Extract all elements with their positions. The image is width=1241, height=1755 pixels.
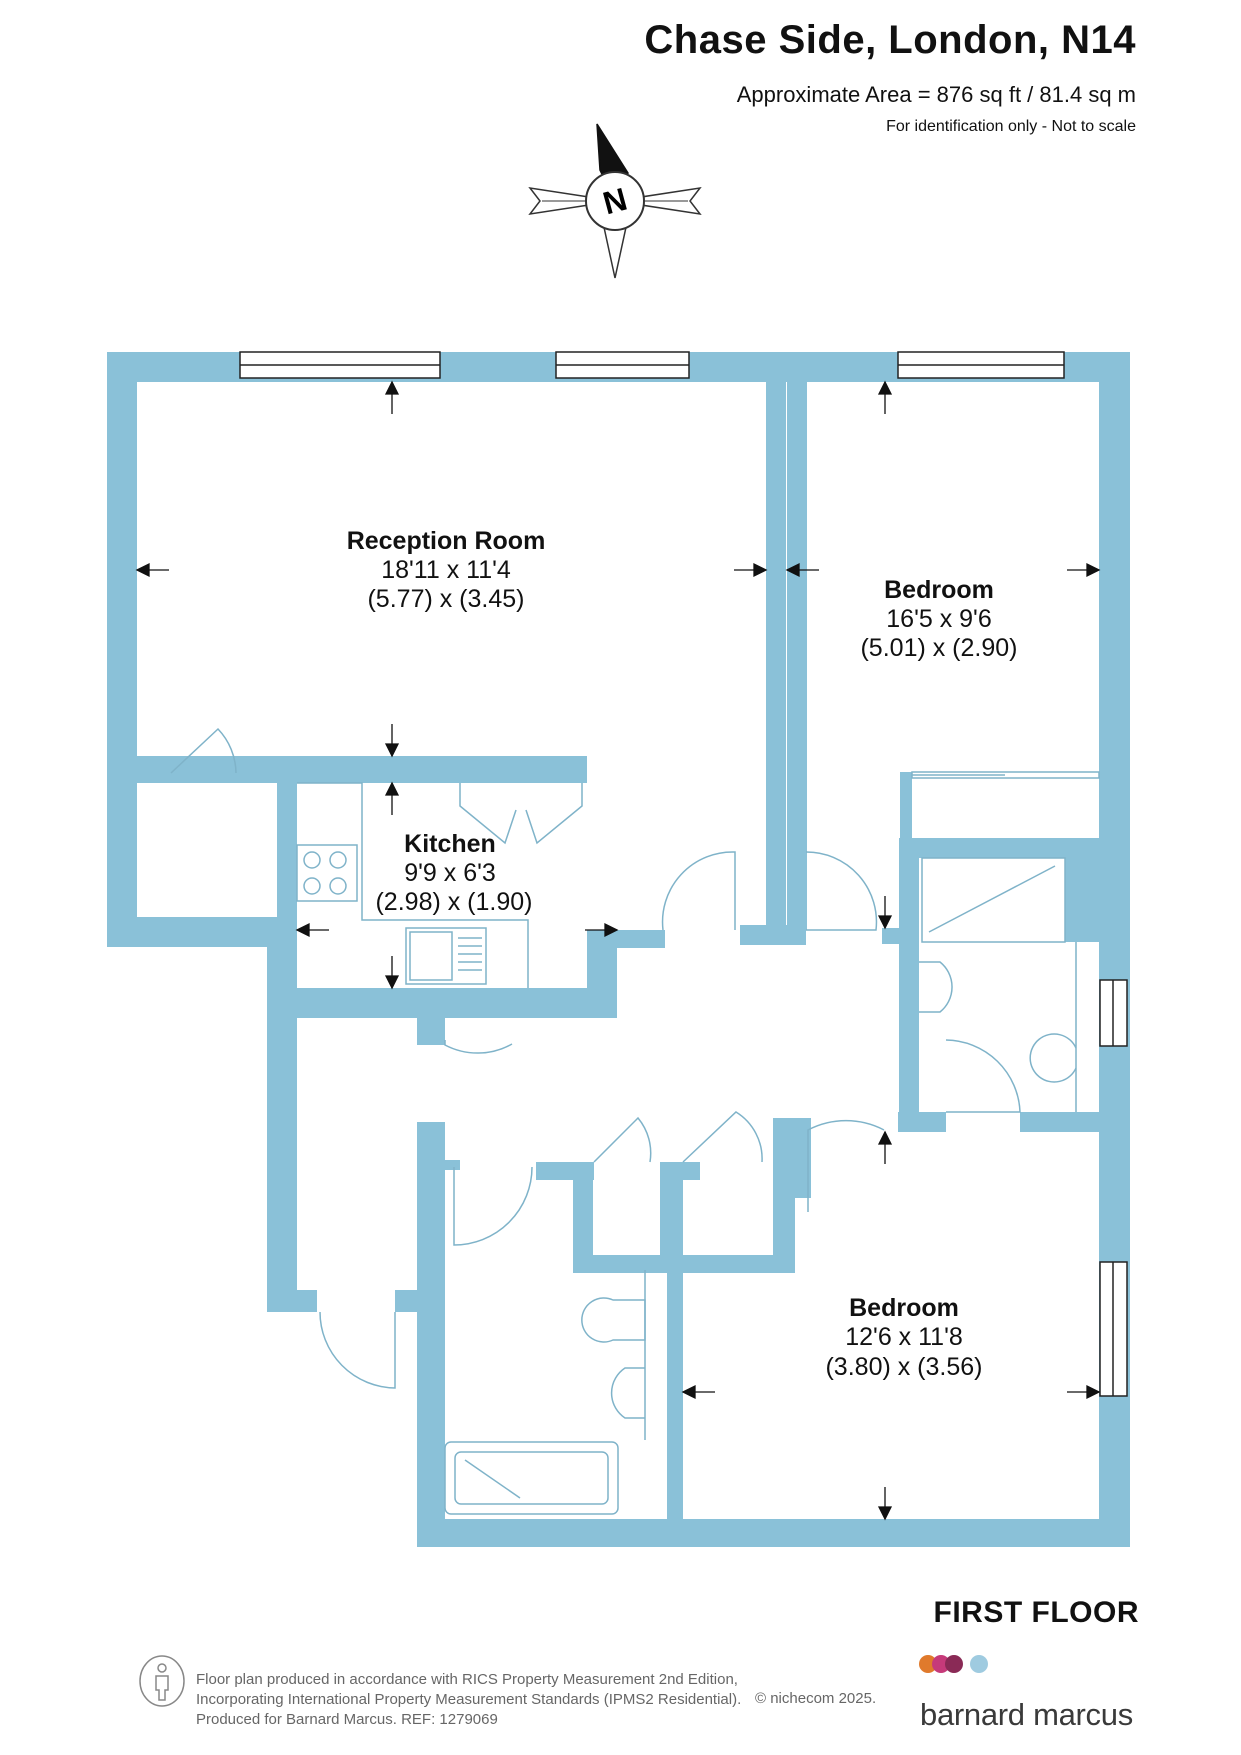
room-name: Reception Room [347,527,546,555]
page-title: Chase Side, London, N14 [644,18,1136,62]
kitchen-sink-icon [405,927,487,985]
brand-logo-text: barnard marcus [920,1697,1133,1732]
room-dimensions-metric: (3.80) x (3.56) [825,1353,982,1381]
room-dimensions-imperial: 12'6 x 11'8 [845,1323,963,1351]
room-label-bedroom-1: Bedroom 16'5 x 9'6 (5.01) x (2.90) [860,576,1017,662]
room-dimensions-imperial: 18'11 x 11'4 [381,556,511,584]
hob-icon [296,844,358,902]
room-name: Bedroom [849,1294,959,1322]
toilet-icon [1029,1033,1077,1083]
compass-rose-icon: N [528,123,702,279]
room-label-bedroom-2: Bedroom 12'6 x 11'8 (3.80) x (3.56) [825,1294,982,1381]
approximate-area: Approximate Area = 876 sq ft / 81.4 sq m [736,82,1136,107]
basin-icon [919,961,953,1013]
scale-disclaimer: For identification only - Not to scale [886,118,1136,135]
room-name: Bedroom [884,576,994,604]
doors [170,727,1021,1389]
floor-label: FIRST FLOOR [933,1596,1139,1629]
bath-toilet-icon [581,1297,646,1343]
room-dimensions-metric: (2.98) x (1.90) [375,888,532,916]
room-dimensions-imperial: 16'5 x 9'6 [886,605,991,633]
ipms-person-icon [139,1655,185,1707]
measurement-arrows [135,380,1101,1521]
room-name: Kitchen [404,830,496,858]
footer-line-1: Floor plan produced in accordance with R… [196,1671,738,1688]
room-dimensions-metric: (5.01) x (2.90) [860,634,1017,662]
room-label-reception: Reception Room 18'11 x 11'4 (5.77) x (3.… [347,527,546,613]
brand-logo-dots [919,1655,988,1673]
hob-ring-icon [303,851,321,869]
bath-basin-icon [610,1367,645,1419]
room-label-kitchen: Kitchen 9'9 x 6'3 (2.98) x (1.90) [375,830,532,916]
room-dimensions-imperial: 9'9 x 6'3 [404,859,496,887]
windows [239,351,1128,1397]
fixtures [296,771,1100,1515]
footer-disclaimer: Floor plan produced in accordance with R… [196,1670,756,1730]
shower-tray-icon [921,857,1066,943]
bathtub-icon [444,1441,619,1515]
copyright: © nichecom 2025. [755,1690,877,1707]
footer-line-2: Incorporating International Property Mea… [196,1691,742,1708]
room-dimensions-metric: (5.77) x (3.45) [367,585,524,613]
footer-line-3: Produced for Barnard Marcus. REF: 127906… [196,1711,498,1728]
